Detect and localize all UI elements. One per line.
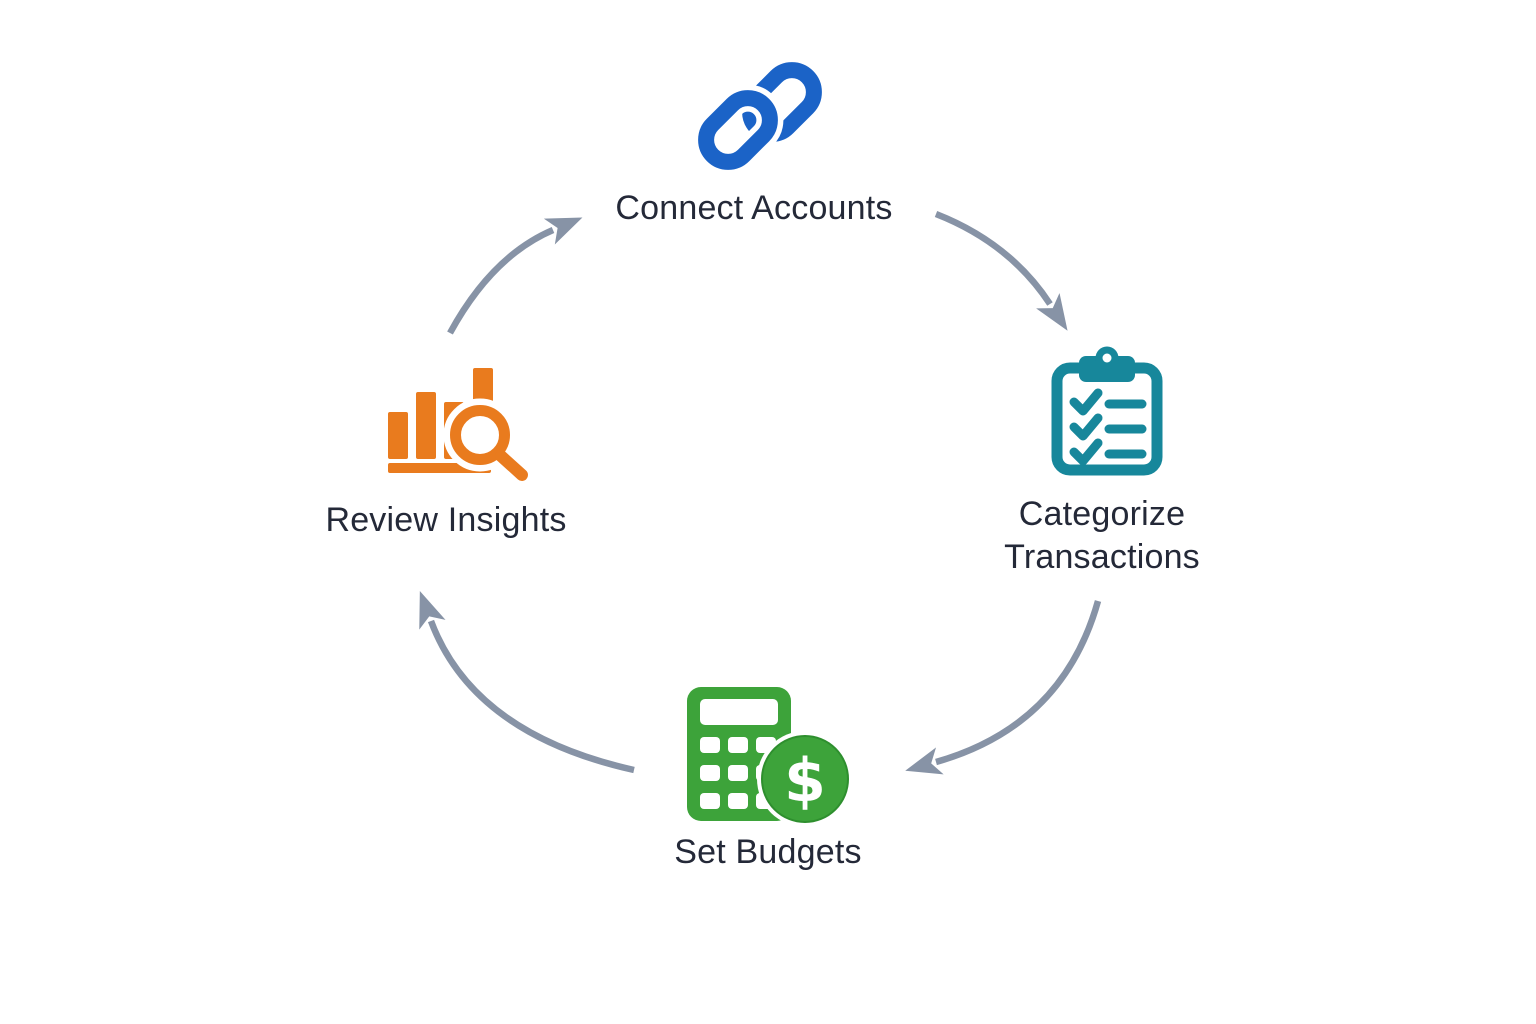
arrow-connect-to-categorize: [934, 210, 1068, 331]
step-label-line-2: Transactions: [1004, 538, 1200, 576]
step-connect-accounts: Connect Accounts: [554, 50, 954, 228]
arrow-budgets-to-review: [419, 591, 635, 774]
step-label-categorize-transactions: Categorize Transactions: [1004, 493, 1200, 579]
step-label-review-insights: Review Insights: [325, 501, 567, 539]
arrow-categorize-to-budgets: [905, 600, 1102, 775]
step-label-set-budgets: Set Budgets: [674, 833, 862, 871]
step-set-budgets: $ Set Budgets: [568, 683, 968, 872]
bar-chart-magnifier-icon: [388, 368, 532, 485]
checklist-clipboard-icon: [1051, 346, 1162, 476]
dollar-glyph: $: [784, 746, 826, 816]
step-label-connect-accounts: Connect Accounts: [615, 189, 893, 227]
calculator-dollar-icon: $: [687, 687, 853, 827]
arrow-review-to-connect: [447, 217, 583, 335]
link-icon: [692, 62, 822, 176]
step-label-line-1: Categorize: [1018, 495, 1186, 533]
step-categorize-transactions: Categorize Transactions: [935, 345, 1269, 579]
step-review-insights: Review Insights: [246, 358, 646, 540]
